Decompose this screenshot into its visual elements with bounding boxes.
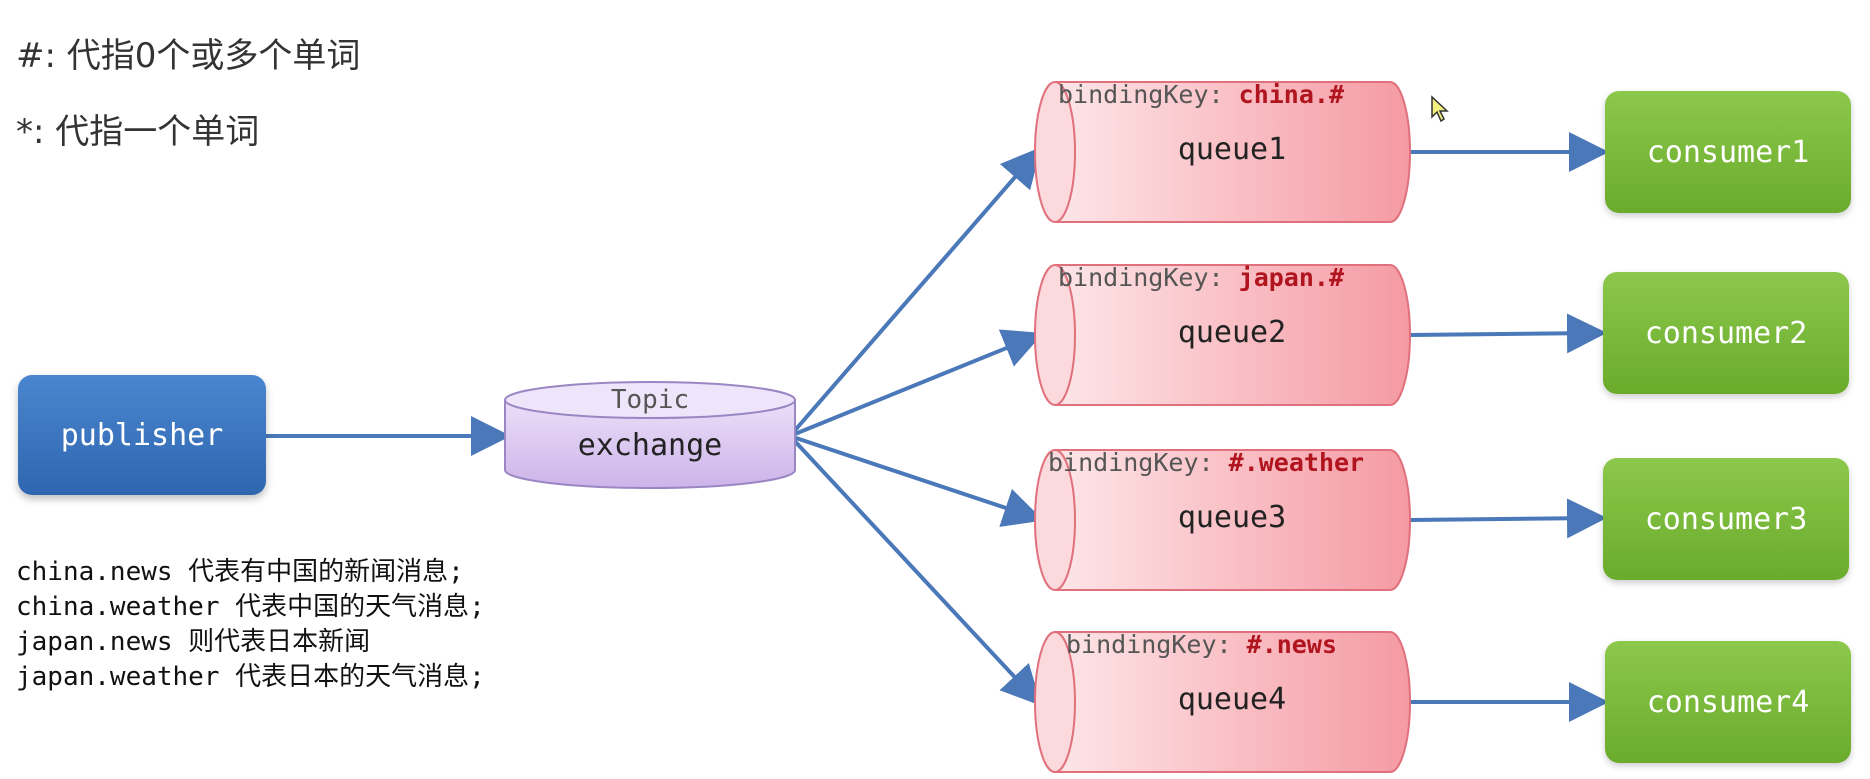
arrow-exchange-queue2	[789, 329, 1044, 438]
arrow-exchange-queue3	[789, 434, 1044, 527]
routing-key-examples: china.news 代表有中国的新闻消息; china.weather 代表中国…	[16, 555, 485, 695]
publisher-node: publisher	[18, 375, 266, 495]
binding-key-label: bindingKey:	[1048, 448, 1214, 477]
example-line: china.weather 代表中国的天气消息;	[16, 592, 485, 622]
queue4-binding-key: bindingKey: #.news	[1066, 630, 1337, 659]
binding-key-value: #.news	[1246, 630, 1337, 659]
queue2-cylinder	[1034, 264, 1411, 406]
arrow-queue3-consumer3	[1409, 498, 1607, 539]
consumer1-node: consumer1	[1605, 91, 1851, 213]
binding-key-value: japan.#	[1238, 263, 1344, 292]
binding-key-label: bindingKey:	[1066, 630, 1232, 659]
example-line: china.news 代表有中国的新闻消息;	[16, 557, 464, 587]
arrow-exchange-queue1	[788, 146, 1042, 438]
queue1-cylinder	[1034, 81, 1411, 223]
queue4-cylinder	[1034, 631, 1411, 773]
queue3-label: queue3	[1177, 500, 1287, 535]
queue1-binding-key: bindingKey: china.#	[1058, 80, 1344, 109]
queue3-binding-key: bindingKey: #.weather	[1048, 448, 1364, 477]
exchange-cylinder	[504, 381, 796, 489]
mouse-cursor-icon	[1431, 95, 1449, 123]
arrow-queue2-consumer2	[1409, 313, 1607, 354]
rule-hash: #: 代指0个或多个单词	[16, 36, 361, 76]
exchange-type-label: Topic	[610, 385, 690, 415]
binding-key-label: bindingKey:	[1058, 80, 1224, 109]
queue2-label: queue2	[1177, 315, 1287, 350]
binding-key-value: china.#	[1238, 80, 1344, 109]
example-line: japan.weather 代表日本的天气消息;	[16, 662, 485, 692]
binding-key-value: #.weather	[1228, 448, 1365, 477]
queue4-label: queue4	[1177, 682, 1287, 717]
consumer4-node: consumer4	[1605, 641, 1851, 763]
consumer2-node: consumer2	[1603, 272, 1849, 394]
binding-key-label: bindingKey:	[1058, 263, 1224, 292]
queue3-cylinder	[1034, 449, 1411, 591]
arrow-exchange-queue4	[788, 434, 1042, 706]
example-line: japan.news 则代表日本新闻	[16, 627, 371, 657]
exchange-label: exchange	[577, 428, 723, 463]
queue1-label: queue1	[1177, 132, 1287, 167]
consumer3-node: consumer3	[1603, 458, 1849, 580]
rule-star: *: 代指一个单词	[16, 112, 260, 152]
queue2-binding-key: bindingKey: japan.#	[1058, 263, 1344, 292]
